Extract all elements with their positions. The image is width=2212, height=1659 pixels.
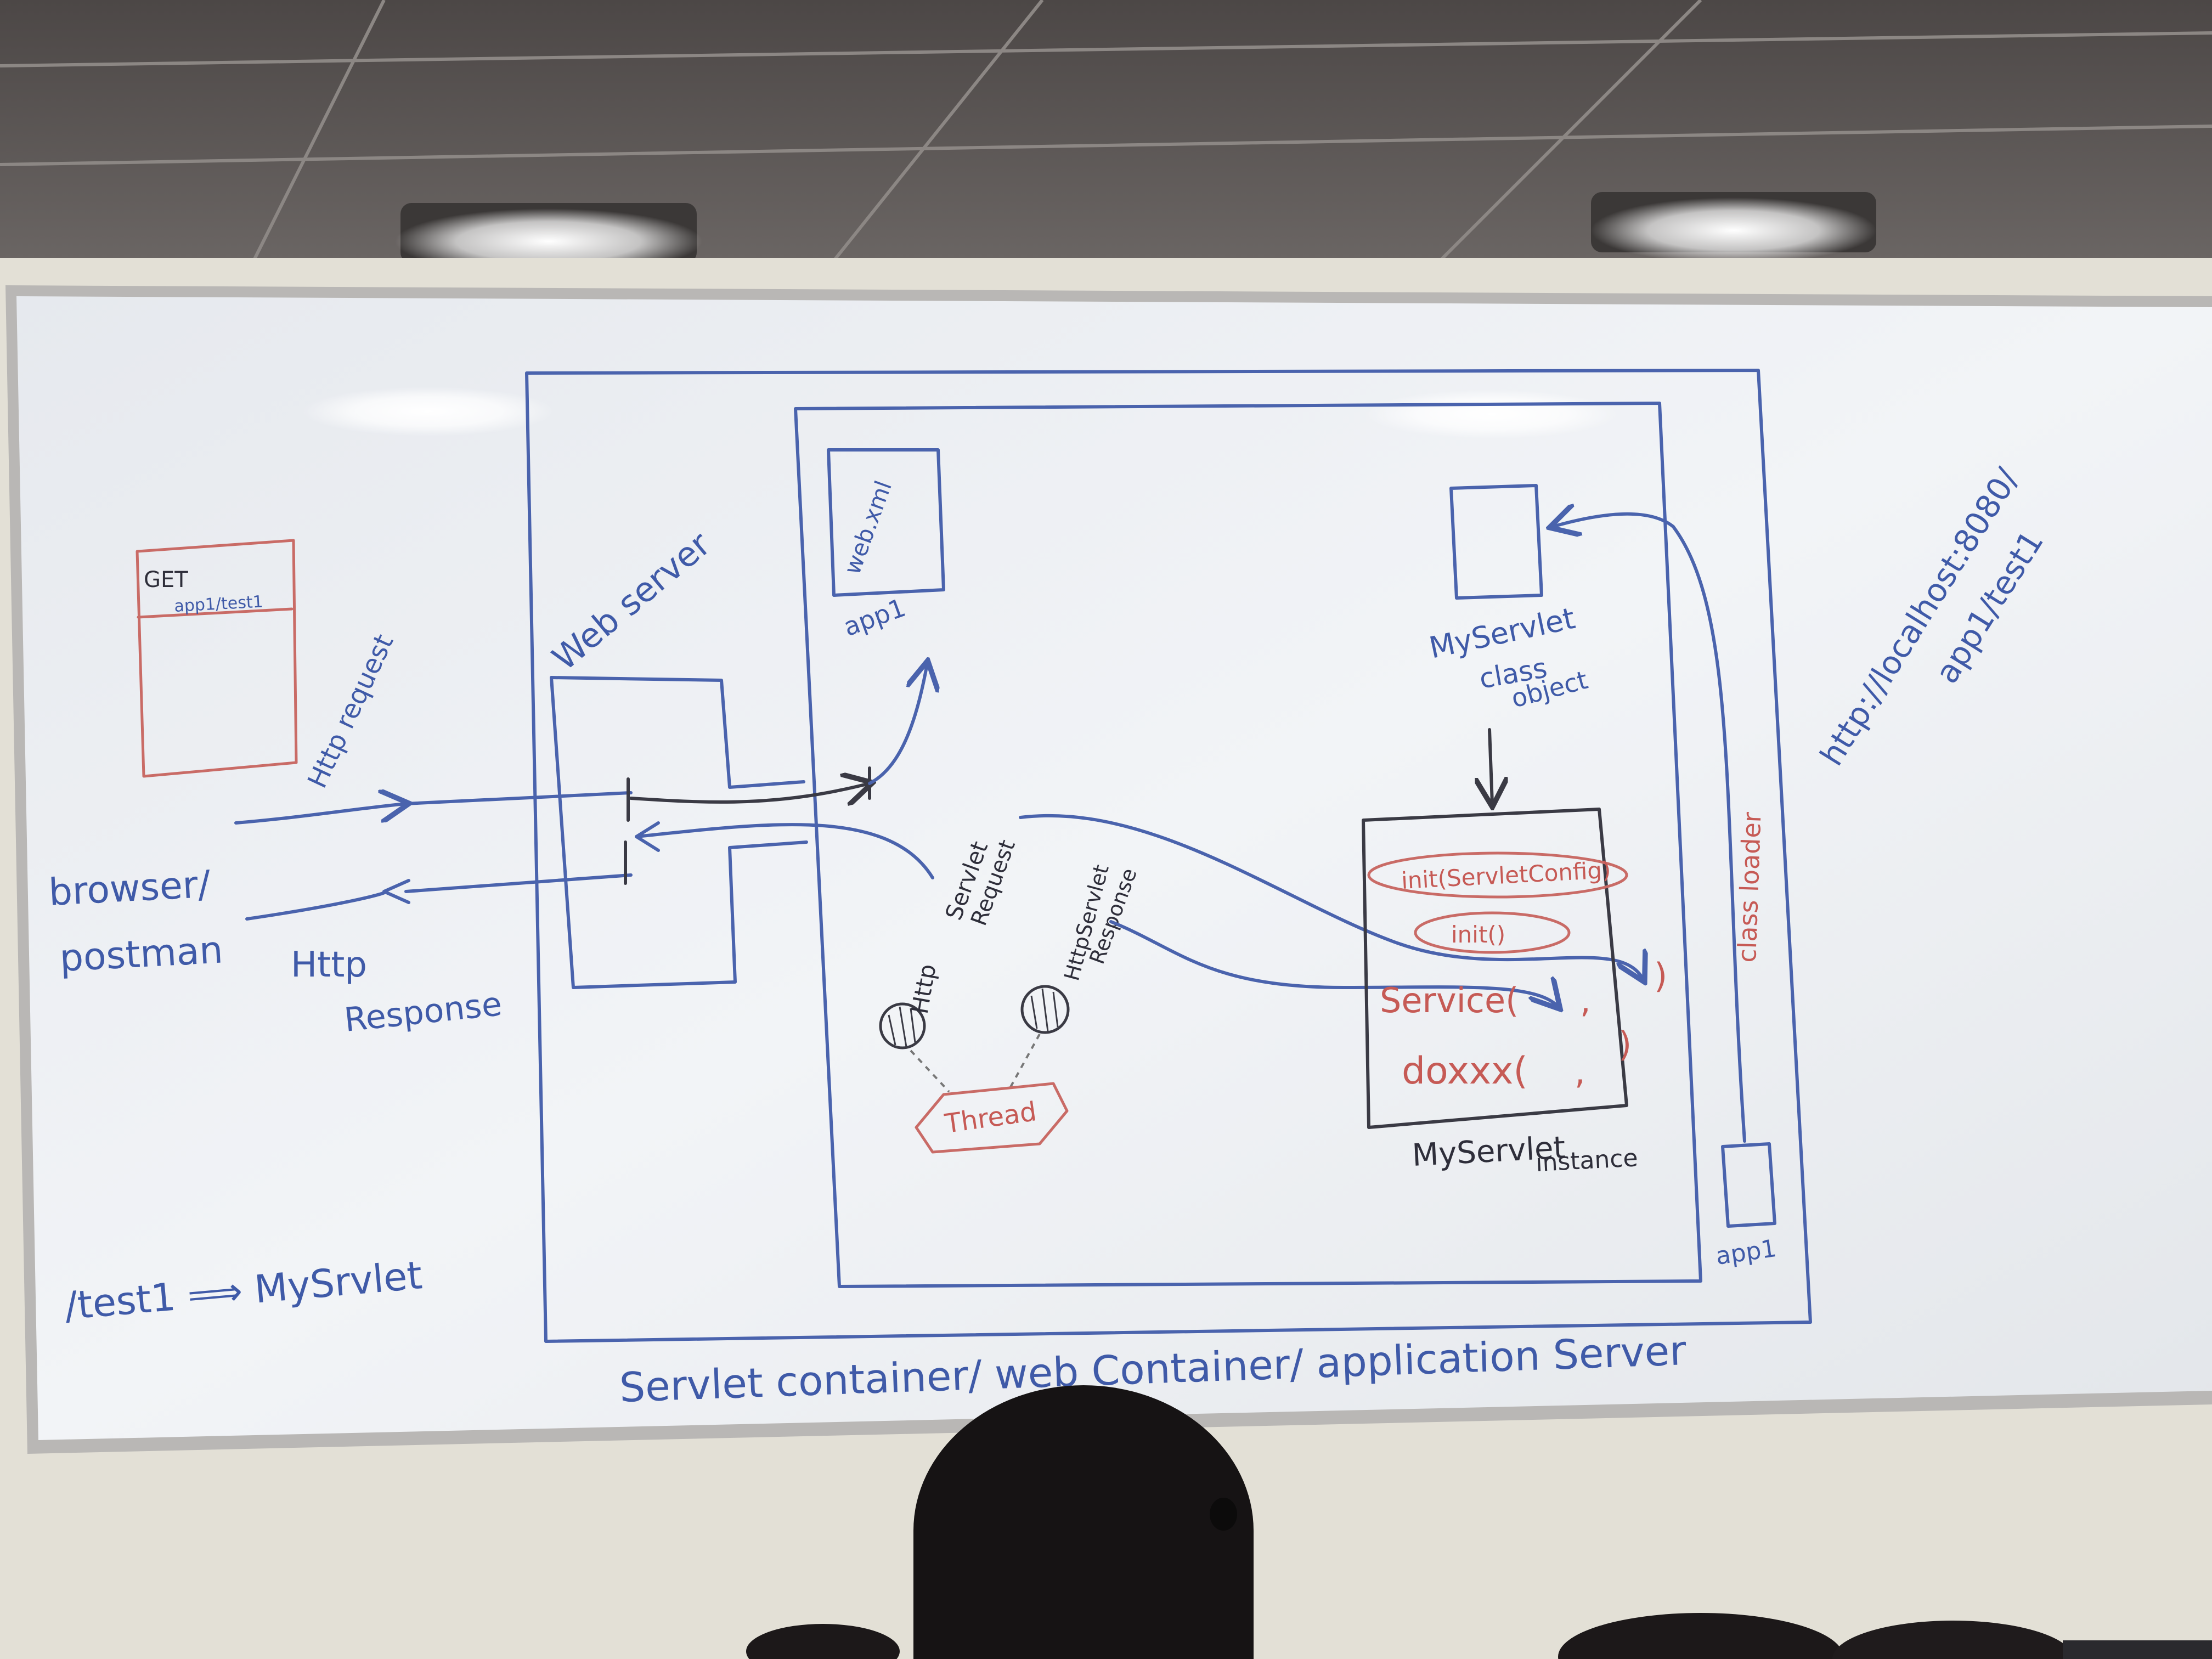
ceiling-light-right: [1591, 192, 1876, 263]
response-line: [404, 873, 633, 893]
to-webxml-arrow: [868, 664, 927, 785]
class-loader: class loader app1: [1553, 514, 1778, 1271]
student-head-right: [1558, 1613, 1843, 1659]
response-to-service-curve: [1109, 920, 1558, 1007]
container-boundary: [525, 369, 1812, 1343]
request-box: GET app1/test1: [136, 539, 298, 778]
client-label-line2: postman: [59, 928, 224, 980]
request-to-service-curve: [1019, 814, 1643, 979]
svg-text:): ): [1618, 1024, 1632, 1064]
whiteboard: [5, 285, 2212, 1454]
request-object: [879, 1002, 926, 1049]
request-method: GET: [144, 567, 188, 592]
servlet-instance: init(ServletConfig) init() Service( , ) …: [1362, 808, 1667, 1177]
method-service: Service(: [1380, 980, 1519, 1020]
svg-text:,: ,: [1575, 1052, 1585, 1092]
svg-text:): ): [1654, 956, 1667, 996]
app-boundary: [794, 402, 1702, 1288]
method-init: init(): [1451, 921, 1505, 948]
method-doxxx: doxxx(: [1402, 1049, 1528, 1093]
audience: [746, 1385, 2212, 1659]
dispatch-arrow: [629, 783, 870, 802]
student-head-left: [746, 1624, 900, 1659]
class-loader-label: class loader: [1732, 811, 1767, 963]
http-response-label-line1: Http: [291, 945, 367, 985]
instance-label-2: instance: [1535, 1144, 1639, 1177]
http-request-arrow: [234, 804, 406, 825]
request-flow-curve: [635, 823, 934, 879]
request-line: [404, 791, 633, 805]
instance-label-1: MyServlet: [1411, 1130, 1566, 1173]
response-object: [1020, 985, 1070, 1034]
ceiling: [0, 0, 2212, 285]
client-label-line1: browser/: [48, 863, 212, 915]
request-path: app1/test1: [174, 592, 264, 616]
svg-text:,: ,: [1580, 980, 1591, 1020]
